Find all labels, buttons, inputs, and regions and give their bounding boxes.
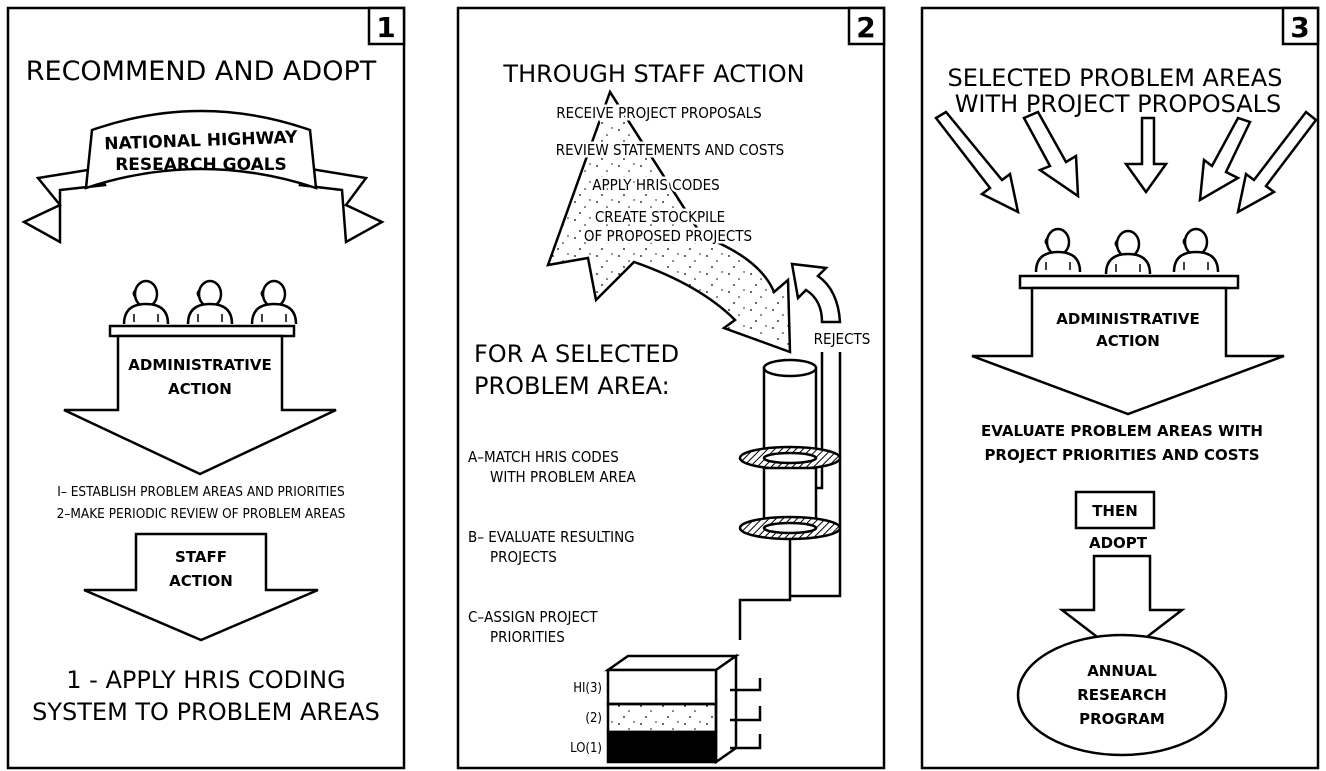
admin-table [110, 326, 294, 336]
evaluate-line-1: EVALUATE PROBLEM AREAS WITH [981, 422, 1263, 440]
criterion-c-line-2: PRIORITIES [490, 628, 565, 646]
bin-medium [608, 704, 716, 732]
panel-1-item-2: 2–MAKE PERIODIC REVIEW OF PROBLEM AREAS [57, 506, 346, 522]
admin-action-line-1: ADMINISTRATIVE [1056, 310, 1199, 328]
panel-3-heading-line-2: WITH PROJECT PROPOSALS [955, 90, 1282, 118]
panel-1-heading: RECOMMEND AND ADOPT [26, 56, 377, 87]
step-receive: RECEIVE PROJECT PROPOSALS [556, 104, 762, 122]
selected-area-line-1: FOR A SELECTED [474, 340, 679, 368]
administrators-group [1020, 229, 1238, 288]
bin-high-label: HI(3) [573, 681, 602, 696]
rejects-label: REJECTS [814, 330, 871, 348]
admin-action-line-2: ACTION [168, 380, 232, 398]
panel-3-heading-line-1: SELECTED PROBLEM AREAS [948, 64, 1283, 92]
program-line-1: ANNUAL [1087, 662, 1157, 680]
step-stockpile-1: CREATE STOCKPILE [595, 208, 725, 226]
criterion-a-line-1: A–MATCH HRIS CODES [468, 448, 619, 466]
panel-2-heading: THROUGH STAFF ACTION [502, 60, 804, 88]
step-stockpile-2: OF PROPOSED PROJECTS [584, 227, 752, 245]
administrators-group [110, 281, 296, 336]
banner-line-2: RESEARCH GOALS [115, 155, 287, 175]
selected-area-line-2: PROBLEM AREA: [474, 372, 670, 400]
step-apply-codes: APPLY HRIS CODES [592, 176, 719, 194]
bin-low [608, 732, 716, 762]
admin-action-line-2: ACTION [1096, 332, 1160, 350]
panel-1: 1 RECOMMEND AND ADOPT NATIONAL HIGHWAY R… [8, 8, 404, 768]
bins-top-face [608, 656, 736, 670]
priority-bins [608, 656, 760, 762]
criterion-c-line-1: C–ASSIGN PROJECT [468, 608, 598, 626]
panel-2-number: 2 [856, 11, 875, 44]
bins-side-face [716, 656, 736, 762]
panel-1-number: 1 [376, 11, 395, 44]
step-review: REVIEW STATEMENTS AND COSTS [556, 141, 785, 159]
criterion-b-line-2: PROJECTS [490, 548, 557, 566]
adopt-label: ADOPT [1089, 534, 1148, 552]
panel-2: 2 THROUGH STAFF ACTION RECEIVE PROJECT P… [458, 8, 884, 768]
panel-3: 3 SELECTED PROBLEM AREAS WITH PROJECT PR… [922, 8, 1318, 768]
bin-low-label: LO(1) [570, 741, 602, 756]
staff-action-line-1: STAFF [175, 548, 227, 566]
then-label: THEN [1092, 502, 1138, 520]
program-line-3: PROGRAM [1079, 710, 1165, 728]
panel-1-item-1: I– ESTABLISH PROBLEM AREAS AND PRIORITIE… [57, 484, 345, 500]
staff-action-line-2: ACTION [169, 572, 233, 590]
bin-medium-label: (2) [585, 711, 602, 726]
criterion-b-line-1: B– EVALUATE RESULTING [468, 528, 635, 546]
bin-high [608, 670, 716, 704]
program-line-2: RESEARCH [1077, 686, 1167, 704]
panel-3-number: 3 [1290, 11, 1309, 44]
criterion-a-line-2: WITH PROBLEM AREA [490, 468, 636, 486]
admin-action-line-1: ADMINISTRATIVE [128, 356, 271, 374]
admin-table [1020, 276, 1238, 288]
evaluate-line-2: PROJECT PRIORITIES AND COSTS [984, 446, 1259, 464]
panel-1-result-line-2: SYSTEM TO PROBLEM AREAS [32, 698, 380, 726]
filter-pipe-top-rim [764, 360, 816, 376]
panel-1-result-line-1: 1 - APPLY HRIS CODING [66, 666, 345, 694]
filter-pipe-top [764, 368, 816, 458]
